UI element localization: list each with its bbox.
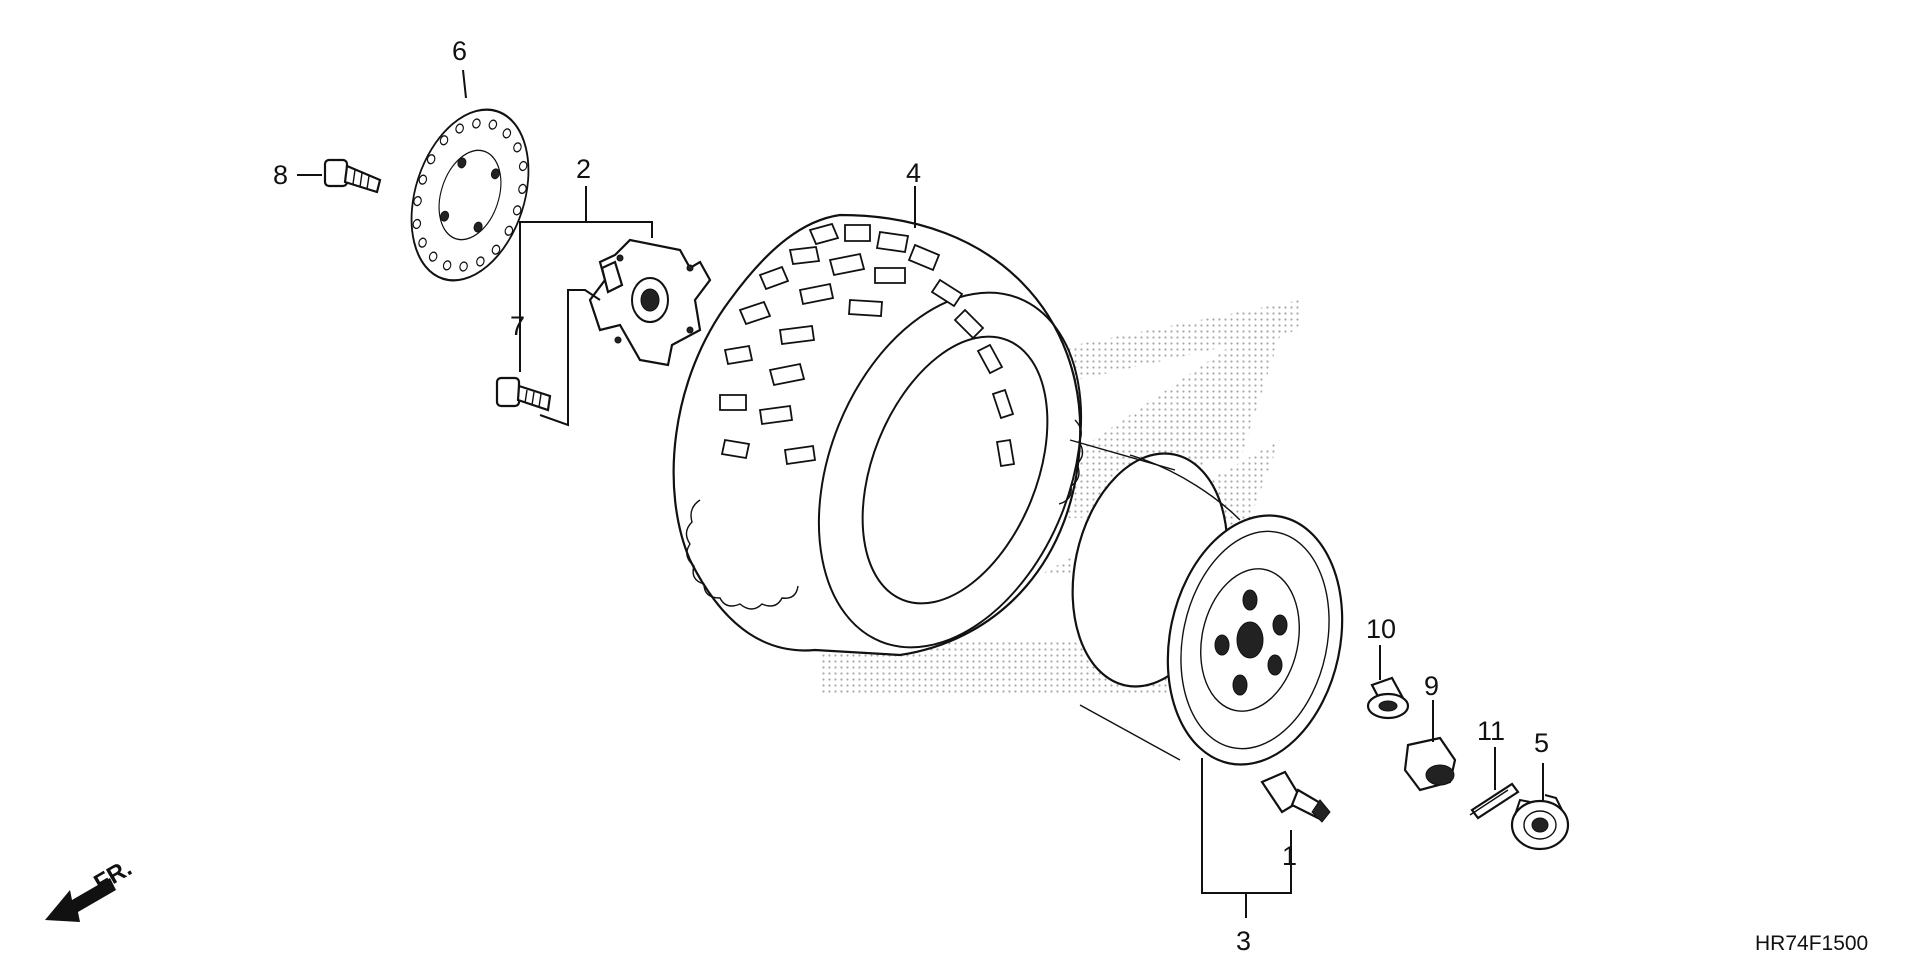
wheel-hub[interactable]	[588, 238, 712, 367]
diagram-code: HR74F1500	[1755, 932, 1868, 955]
callout-10: 10	[1366, 614, 1396, 644]
valve-stem[interactable]	[1260, 770, 1331, 823]
callout-5: 5	[1534, 728, 1549, 758]
callout-4: 4	[906, 158, 921, 188]
castle-nut[interactable]	[1510, 794, 1570, 851]
hub-stud-bolt[interactable]	[495, 376, 552, 412]
callout-7: 7	[510, 311, 525, 341]
brake-disc[interactable]	[391, 94, 549, 295]
atv-tire[interactable]	[672, 213, 1131, 686]
wheel-nut[interactable]	[1403, 736, 1457, 792]
cotter-pin[interactable]	[1469, 782, 1520, 820]
callout-2: 2	[576, 154, 591, 184]
callout-8: 8	[273, 160, 288, 190]
wheel-rim[interactable]	[1052, 439, 1364, 781]
callout-11: 11	[1477, 716, 1505, 746]
callout-9: 9	[1424, 671, 1439, 701]
front-direction-arrow: FR.	[45, 854, 136, 922]
leader-lines	[297, 69, 1544, 918]
disc-bolt[interactable]	[323, 158, 382, 194]
wheel-collar[interactable]	[1366, 676, 1410, 720]
callout-3: 3	[1236, 926, 1251, 956]
callout-1: 1	[1282, 841, 1297, 871]
callout-labels: 1 2 3 4 5 6 7 8 9 10 11	[273, 36, 1549, 956]
callout-6: 6	[452, 36, 467, 66]
